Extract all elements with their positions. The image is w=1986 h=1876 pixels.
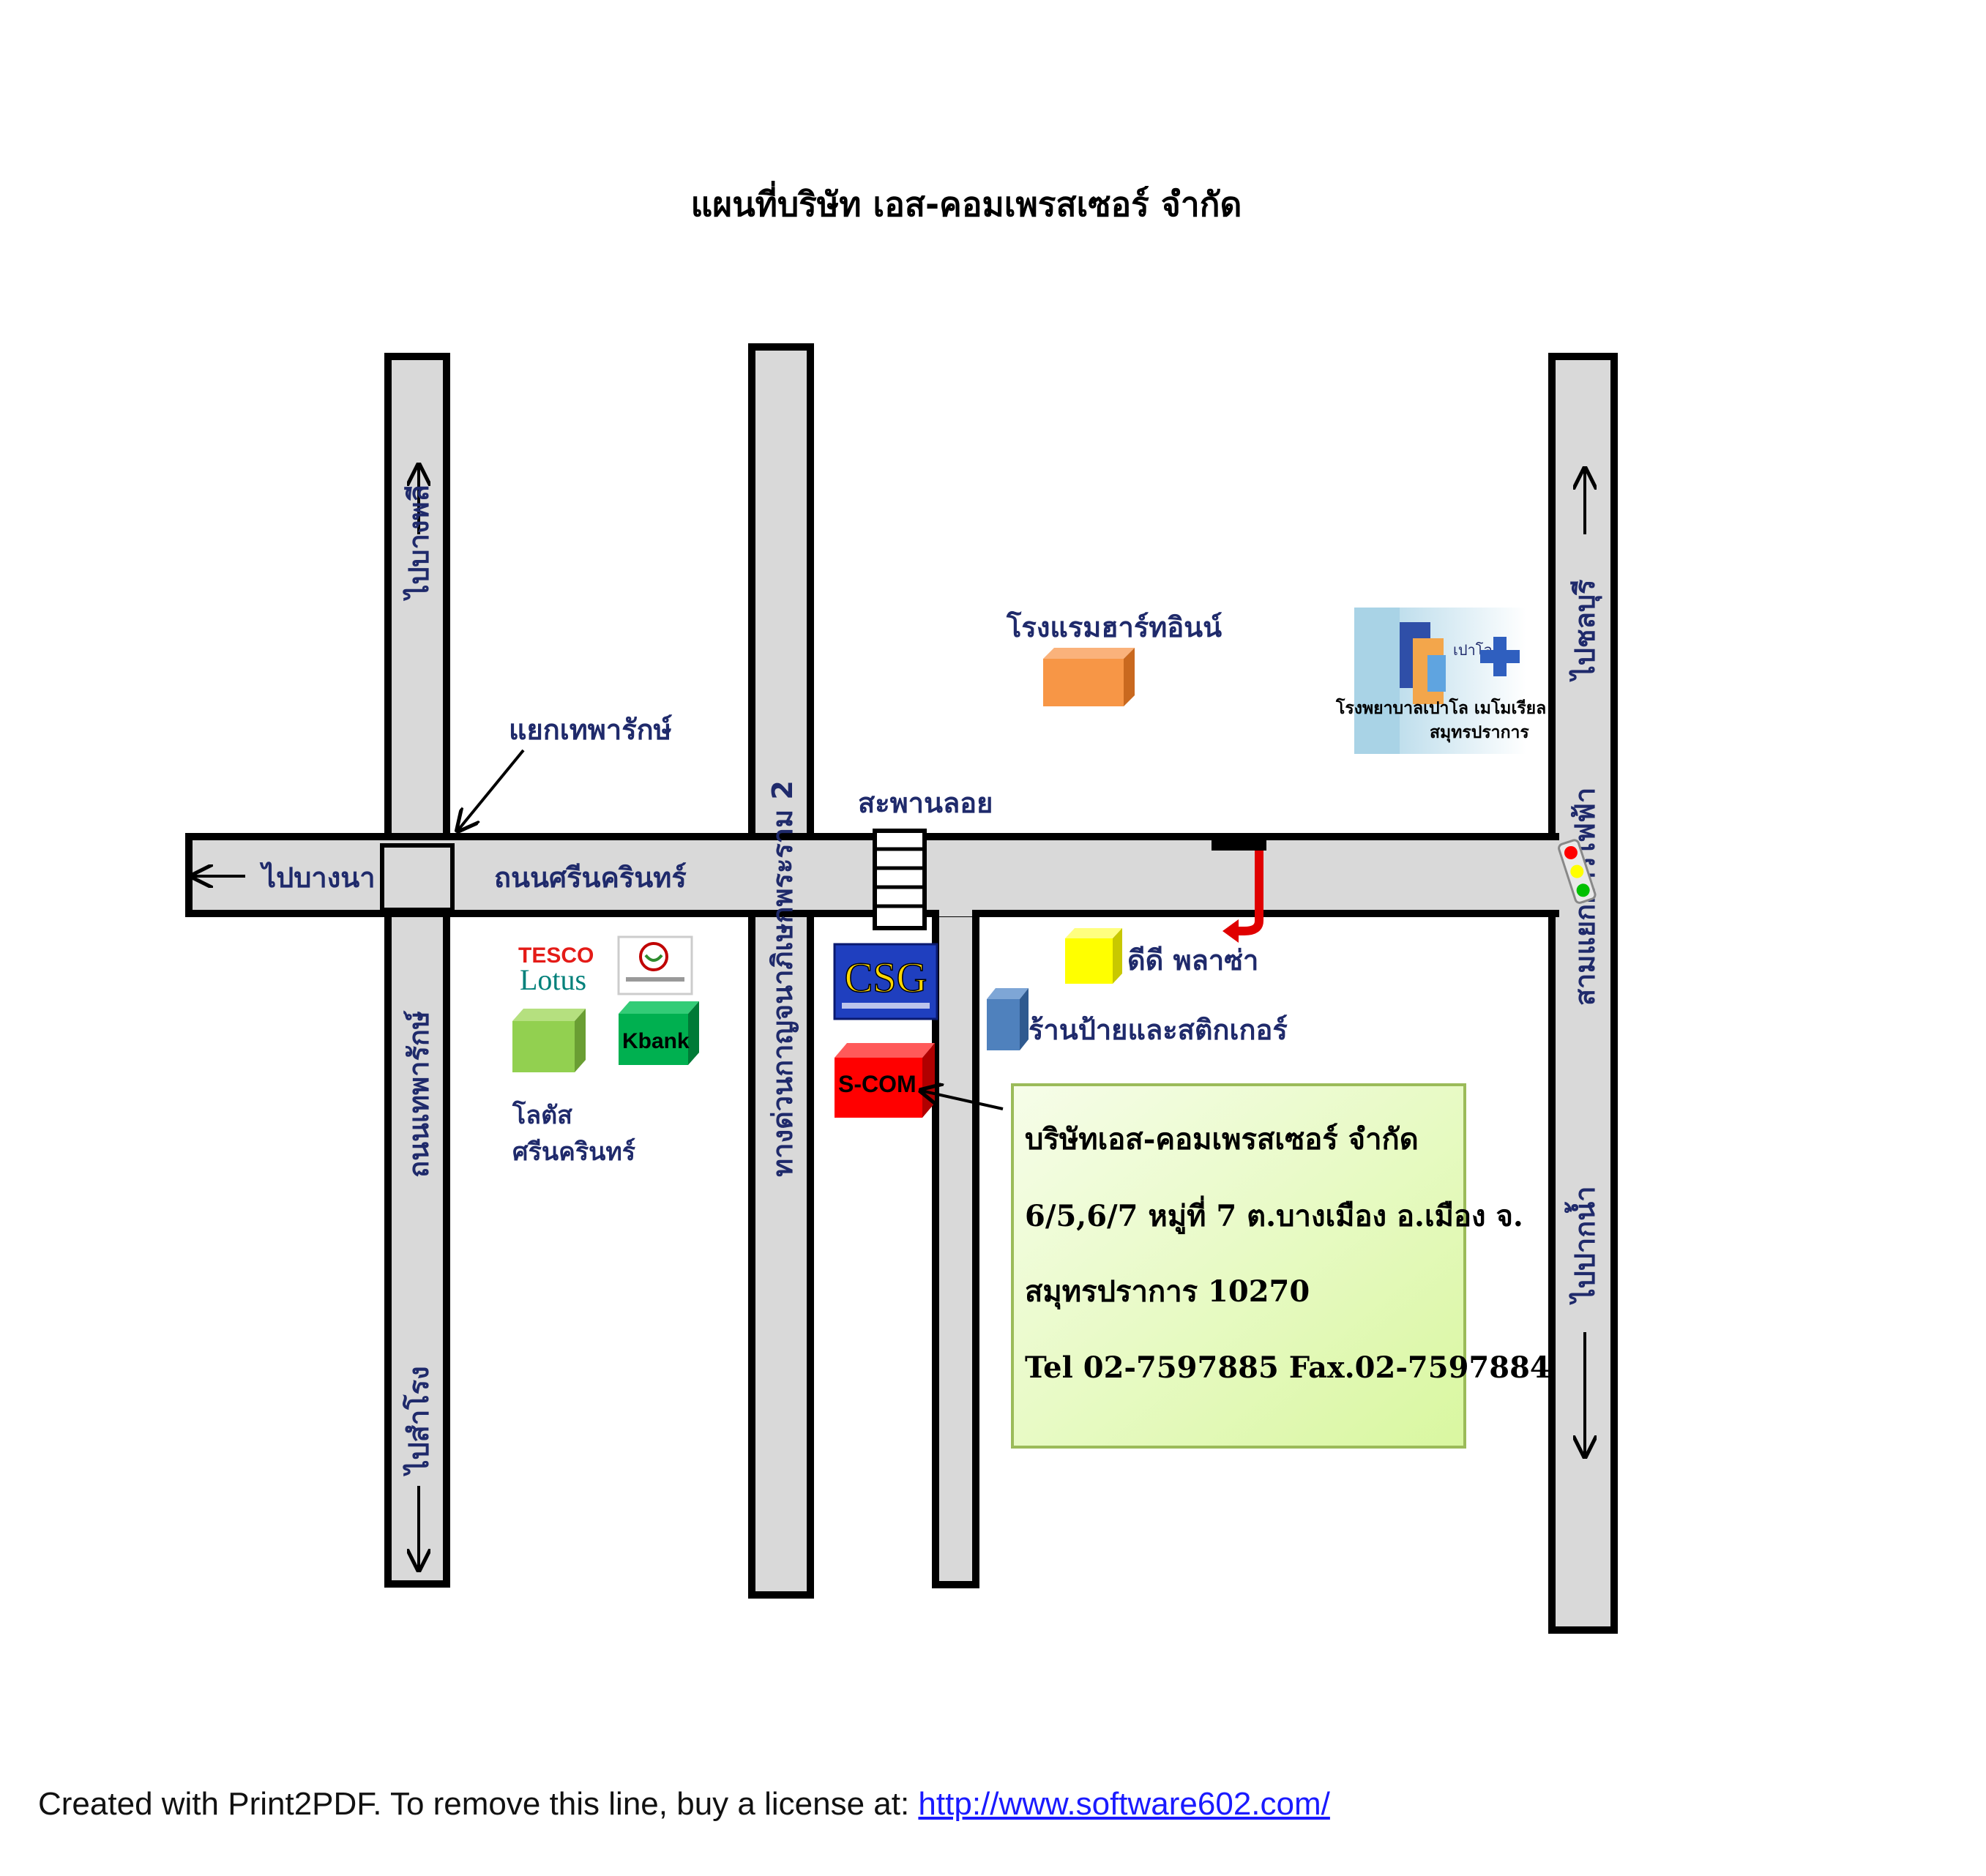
csg-logo: CSG <box>833 943 938 1020</box>
road-middle-vertical <box>748 343 814 1599</box>
label-to-samrong: ไปสำโรง <box>402 1366 435 1476</box>
dd-plaza-block <box>1065 928 1122 984</box>
junction-pointer <box>458 749 525 831</box>
hospital-name-line2: สมุทรปราการ <box>1430 722 1529 743</box>
road-right-vertical <box>1548 353 1618 1634</box>
hotel-block <box>1043 648 1135 706</box>
overpass-bridge <box>873 829 927 930</box>
address-line1: บริษัทเอส-คอมเพรสเซอร์ จำกัด <box>1025 1122 1419 1156</box>
label-to-paknam: ไปปากน้ำ <box>1564 1186 1601 1305</box>
lotus-store-label-line2: ศรีนครินทร์ <box>512 1137 636 1167</box>
footer-text: Created with Print2PDF. To remove this l… <box>38 1786 919 1822</box>
dd-plaza-label: ดีดี พลาซ่า <box>1127 944 1258 976</box>
lotus-store-block <box>512 1009 586 1072</box>
address-line2: 6/5,6/7 หมู่ที่ 7 ต.บางเมือง อ.เมือง จ. <box>1025 1195 1523 1234</box>
print2pdf-footer: Created with Print2PDF. To remove this l… <box>38 1786 1330 1823</box>
sign-shop-label: ร้านป้ายและสติกเกอร์ <box>1029 1014 1288 1046</box>
lotus-store-label-line1: โลตัส <box>512 1100 572 1130</box>
address-line4: Tel 02-7597885 Fax.02-7597884 <box>1025 1350 1550 1385</box>
junction-box <box>380 843 455 912</box>
address-box: บริษัทเอส-คอมเพรสเซอร์ จำกัด 6/5,6/7 หมู… <box>1011 1083 1550 1449</box>
scom-text: S-COM <box>838 1071 917 1097</box>
sign-shop-block <box>987 988 1029 1050</box>
csg-text: CSG <box>845 954 927 1001</box>
lotus-text: Lotus <box>520 963 586 996</box>
label-theparak-road: ถนนเทพารักษ์ <box>403 1010 435 1178</box>
traffic-light-icon <box>1558 839 1597 904</box>
label-theparak-junction: แยกเทพารักษ์ <box>509 714 673 746</box>
label-to-bangna: ไปบางนา <box>259 862 376 894</box>
road-left-vertical <box>384 353 450 1588</box>
roads <box>185 343 1618 1634</box>
hospital-name-line1: โรงพยาบาลเปาโล เมโมเรียล <box>1335 698 1546 718</box>
kbank-logo <box>617 935 693 995</box>
label-to-chonburi: ไปชลบุรี <box>1569 579 1602 682</box>
road-small-vertical <box>932 908 979 1588</box>
hotel-label: โรงแรมฮาร์ทอินน์ <box>1006 610 1222 643</box>
hospital-logo: เปาโล โรงพยาบาลเปาโล เมโมเรียล สมุทรปราก… <box>1335 608 1546 754</box>
tesco-lotus-logo: TESCO Lotus <box>518 943 594 996</box>
scom-pointer <box>921 1091 1004 1110</box>
label-to-bangphli: ไปบางพลี <box>403 485 435 602</box>
label-expressway: ทางด่วนกาญจนาภิเษกพระราม 2 <box>766 780 799 1177</box>
software602-link[interactable]: http://www.software602.com/ <box>918 1786 1330 1822</box>
tesco-text: TESCO <box>518 943 594 968</box>
u-turn-arrow-icon <box>1212 840 1266 943</box>
scom-block: S-COM <box>835 1043 935 1118</box>
label-srinakarin-road: ถนนศรีนครินทร์ <box>494 862 687 894</box>
direction-arrows <box>192 465 1585 1570</box>
map-title: แผนที่บริษัท เอส-คอมเพรสเซอร์ จำกัด <box>691 181 1242 224</box>
address-line3: สมุทรปราการ 10270 <box>1025 1274 1310 1310</box>
kbank-text: Kbank <box>622 1029 690 1053</box>
bridge-label: สะพานลอย <box>858 787 993 819</box>
kbank-block: Kbank <box>619 1001 699 1065</box>
